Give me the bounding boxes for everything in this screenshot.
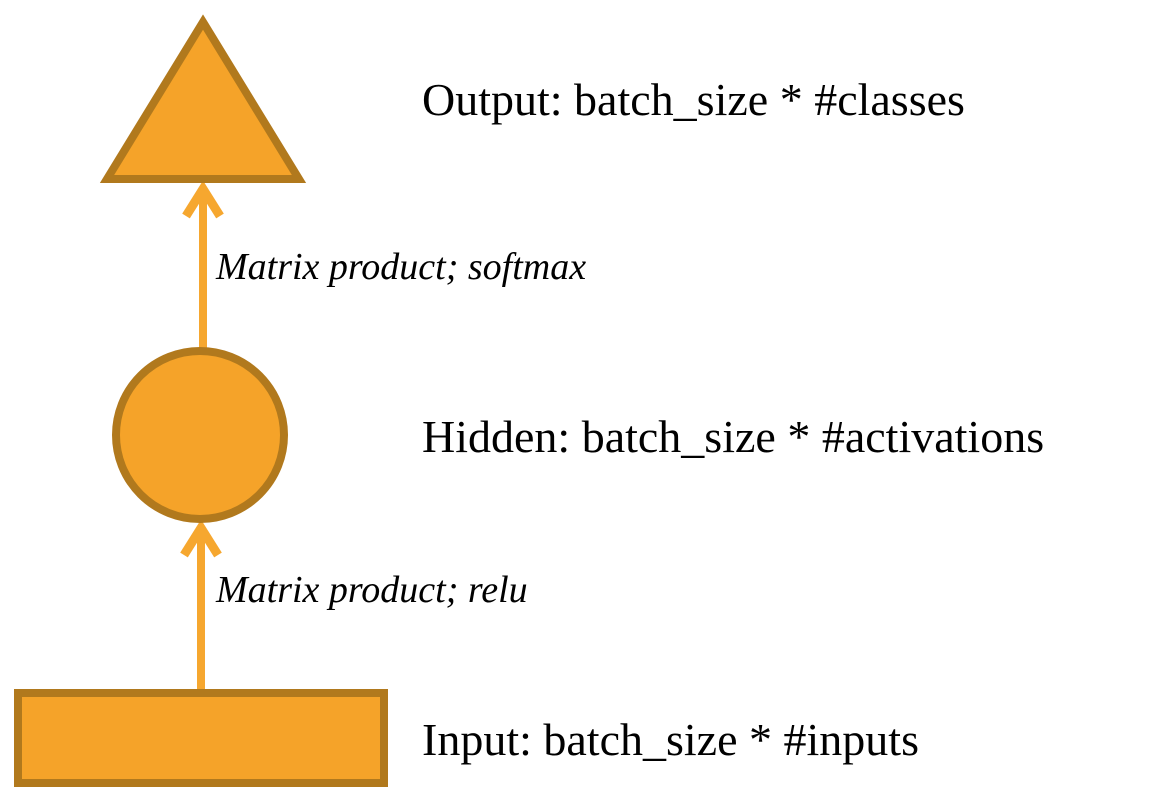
input-node-rectangle xyxy=(14,689,388,787)
hidden-node-circle xyxy=(112,347,288,523)
output-node-triangle xyxy=(99,14,307,183)
arrow-up-icon xyxy=(180,519,222,558)
edge-label-relu: Matrix product; relu xyxy=(216,569,528,611)
arrow-up-icon xyxy=(182,180,224,219)
output-node-label: Output: batch_size * #classes xyxy=(422,74,965,125)
edge-input-to-hidden xyxy=(180,519,222,690)
edge-hidden-to-output xyxy=(182,180,224,351)
edge-label-softmax: Matrix product; softmax xyxy=(216,246,587,288)
hidden-node-label: Hidden: batch_size * #activations xyxy=(422,411,1045,462)
input-node-label: Input: batch_size * #inputs xyxy=(422,714,919,765)
